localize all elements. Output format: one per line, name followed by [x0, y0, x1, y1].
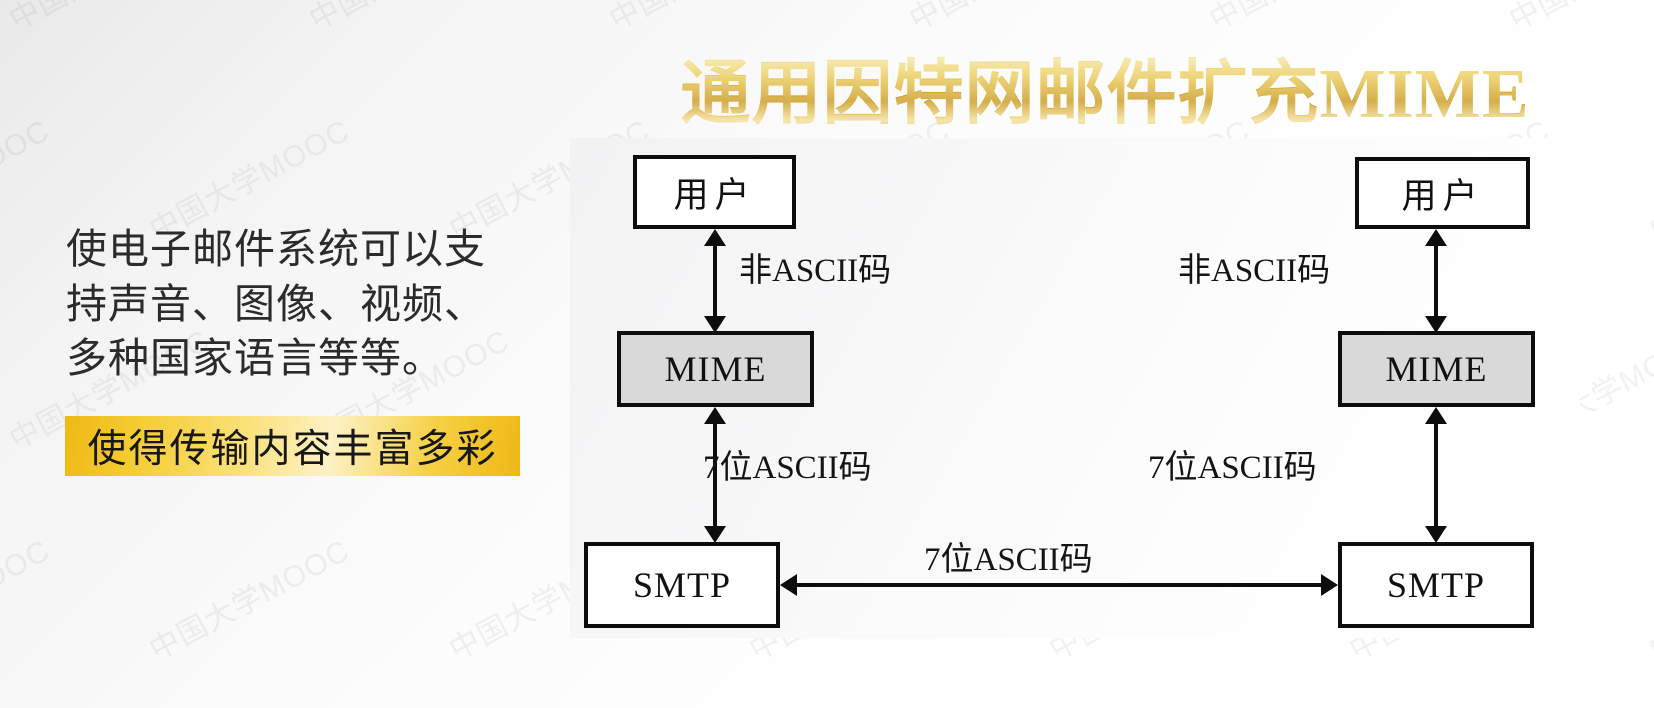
arrow-mime-smtp-left: [713, 423, 717, 527]
node-mime-right: MIME: [1338, 331, 1535, 407]
edge-label-non-ascii-left: 非ASCII码: [739, 253, 892, 289]
left-description-line-3: 多种国家语言等等。: [66, 335, 444, 382]
watermark-text: 中国大学MOOC: [0, 0, 216, 39]
watermark-text: 中国大学MOOC: [1500, 0, 1654, 39]
edge-label-ascii7-middle: 7位ASCII码: [924, 542, 1093, 578]
node-smtp-left: SMTP: [584, 542, 780, 628]
watermark-text: 中国大学MOOC: [1200, 0, 1416, 39]
arrow-mime-smtp-right: [1434, 423, 1438, 527]
node-smtp-right: SMTP: [1338, 542, 1534, 628]
watermark-text: 中国大学MOOC: [144, 534, 356, 668]
watermark-text: 中国大学MOOC: [600, 0, 816, 39]
watermark-text: 中国大学MOOC: [900, 0, 1116, 39]
watermark-text: 中国大学MOOC: [1644, 114, 1654, 248]
node-smtp-left-label: SMTP: [632, 565, 732, 605]
watermark-text: 中国大学MOOC: [0, 534, 56, 668]
edge-label-non-ascii-right: 非ASCII码: [1178, 253, 1331, 289]
edge-label-ascii7-left: 7位ASCII码: [703, 450, 872, 486]
arrow-user-mime-left: [713, 245, 717, 317]
arrow-smtp-to-smtp: [796, 583, 1322, 587]
node-user-right-label: 用户: [1401, 176, 1484, 216]
mime-flow-diagram: 用户 非ASCII码 MIME 7位ASCII码 SMTP 用户 非ASCII码…: [570, 138, 1580, 638]
left-description-line-1: 使电子邮件系统可以支: [66, 226, 486, 272]
node-user-left-label: 用户: [673, 175, 756, 215]
edge-label-ascii7-right: 7位ASCII码: [1148, 450, 1317, 486]
node-mime-left-label: MIME: [664, 349, 767, 389]
page-title: 通用因特网邮件扩充MIME: [575, 55, 1635, 136]
node-user-right: 用户: [1355, 157, 1530, 229]
node-mime-left: MIME: [617, 331, 814, 407]
highlight-banner: 使得传输内容丰富多彩: [65, 416, 520, 476]
arrow-user-mime-right: [1434, 245, 1438, 317]
node-user-left: 用户: [633, 155, 796, 229]
left-description-text: 使电子邮件系统可以支 持声音、图像、视频、 多种国家语言等等。: [66, 222, 536, 386]
highlight-banner-label: 使得传输内容丰富多彩: [87, 428, 498, 471]
node-mime-right-label: MIME: [1385, 349, 1488, 389]
left-description-line-2: 持声音、图像、视频、: [66, 280, 486, 327]
watermark-text: 中国大学MOOC: [0, 114, 56, 248]
watermark-text: 中国大学MOOC: [1644, 534, 1654, 668]
node-smtp-right-label: SMTP: [1386, 565, 1486, 605]
watermark-text: 中国大学MOOC: [300, 0, 516, 39]
